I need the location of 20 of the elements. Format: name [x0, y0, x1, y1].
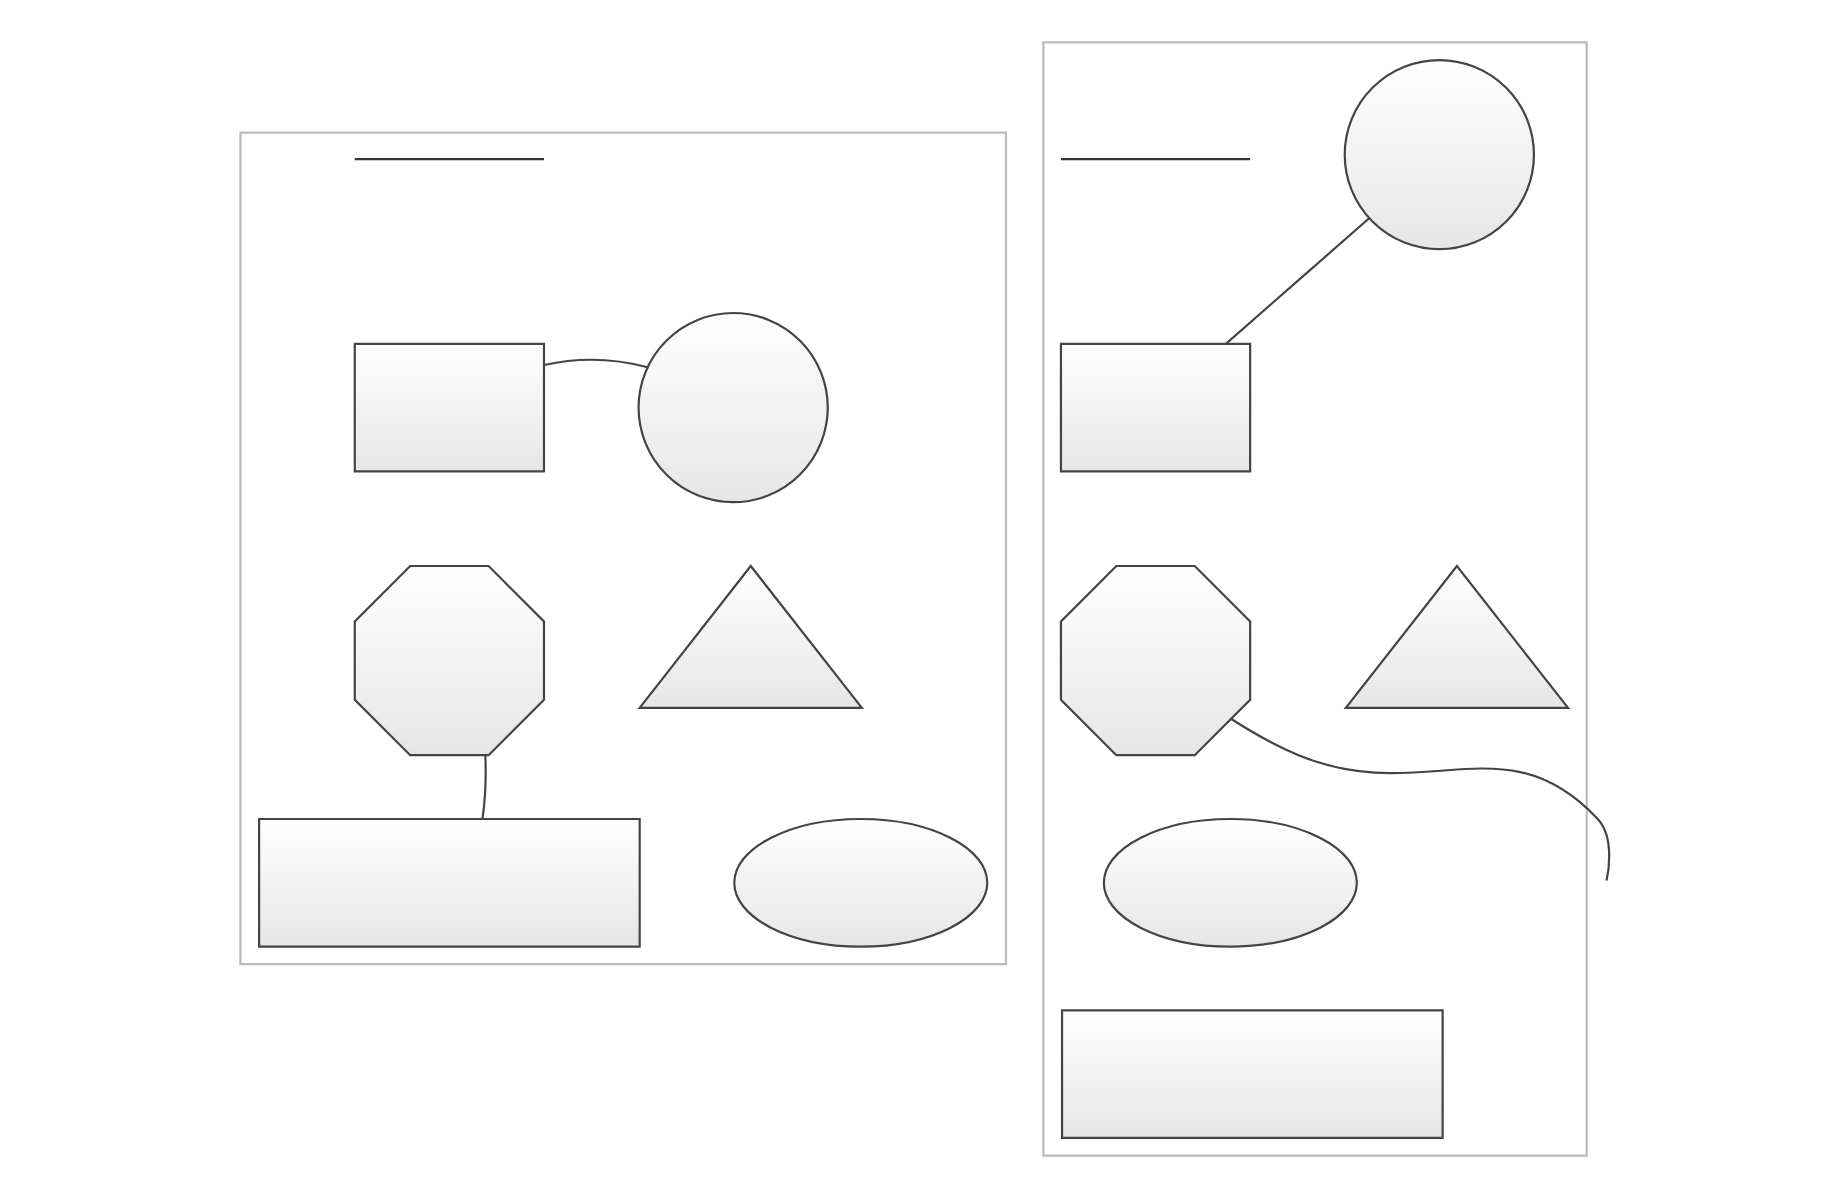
cluster: [1041, 41, 1587, 1157]
connector: [1229, 718, 1610, 881]
node-line: [1059, 157, 1250, 161]
connector: [480, 755, 486, 819]
node-triangle: [1342, 564, 1570, 709]
node-ellipse: [732, 817, 988, 948]
node-line: [353, 157, 543, 161]
node-box: [1058, 342, 1251, 473]
connector: [542, 358, 647, 369]
node-triangle: [636, 564, 864, 709]
node-circle: [1342, 58, 1534, 251]
connector: [1224, 217, 1369, 345]
node-box: [1059, 1009, 1443, 1140]
node-circle: [636, 311, 828, 504]
node-octagon: [352, 564, 545, 757]
node-octagon: [1058, 564, 1251, 757]
node-ellipse: [1101, 817, 1357, 948]
cluster: [238, 131, 1007, 966]
node-box: [257, 817, 640, 948]
node-box: [352, 342, 545, 473]
